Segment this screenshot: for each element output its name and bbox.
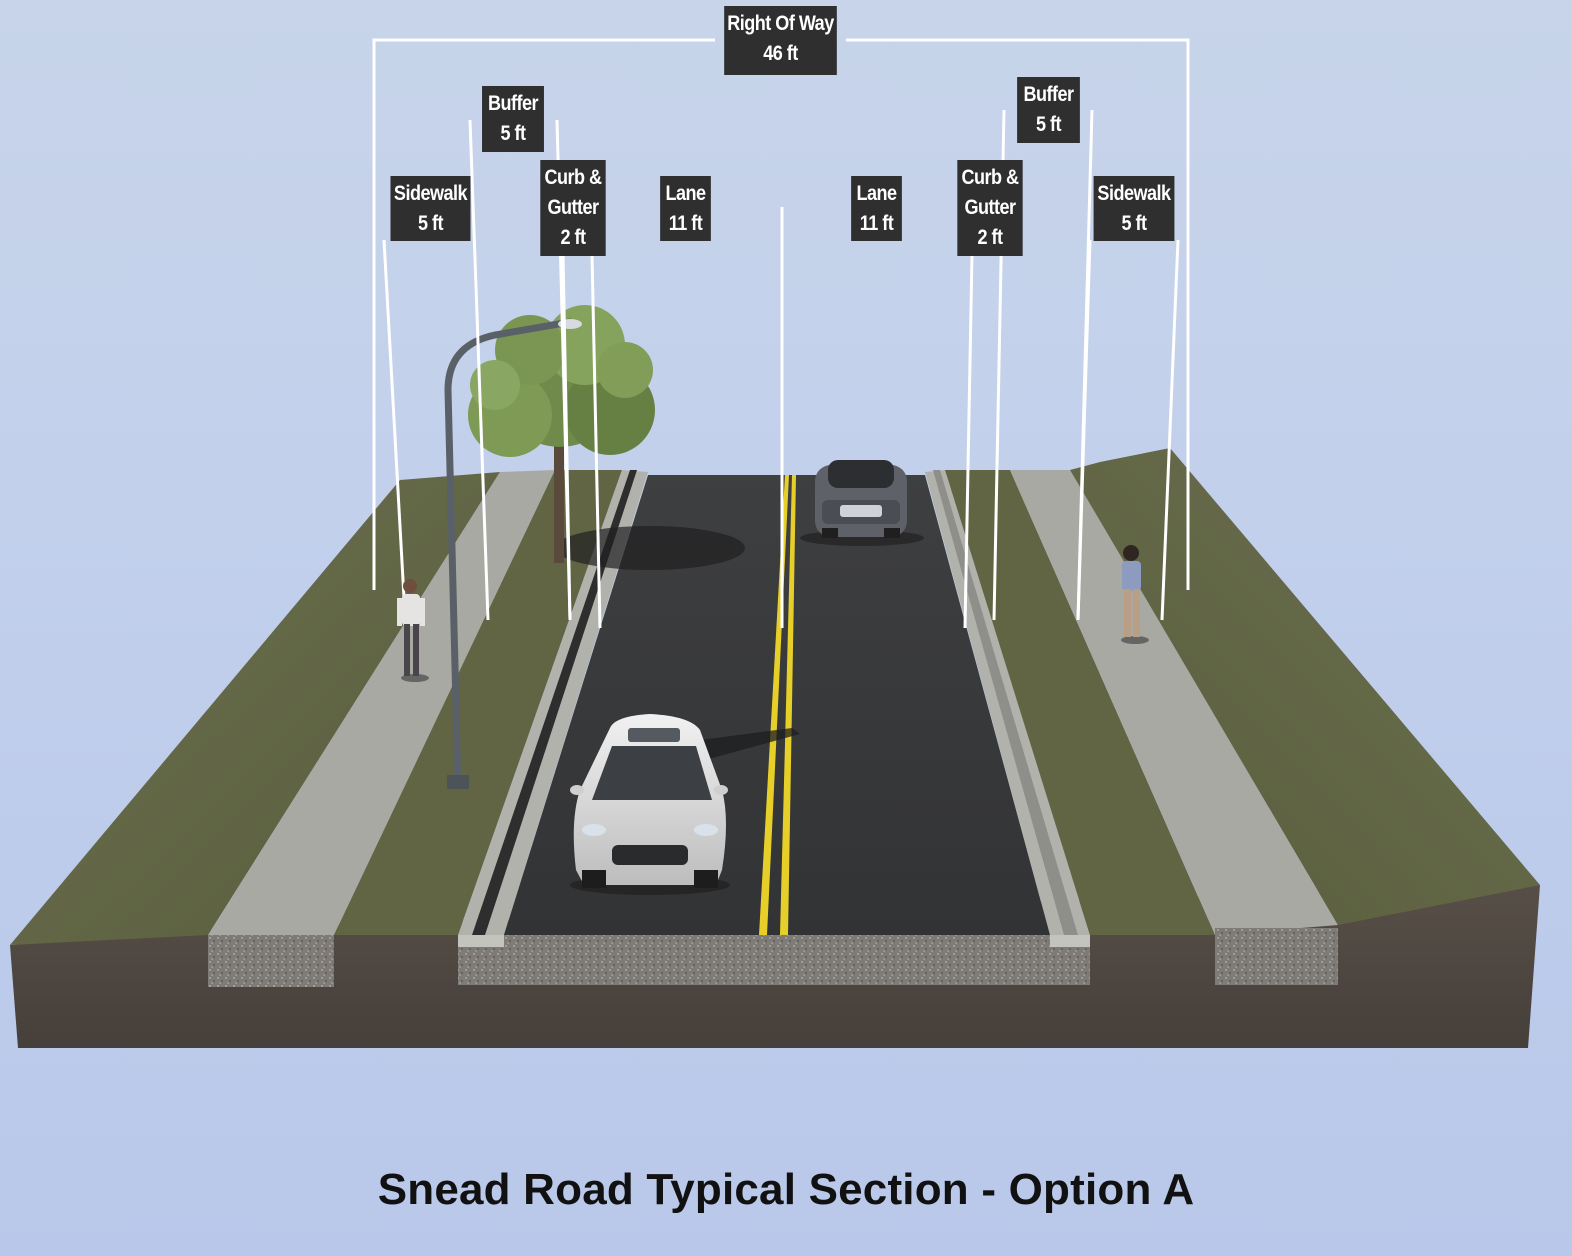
label-right-of-way-name: Right Of Way	[727, 12, 834, 35]
label-curb-gutter-right: Curb & Gutter 2 ft	[957, 160, 1023, 256]
sidewalk-left	[208, 470, 555, 935]
label-curb-gutter-left-name2: Gutter	[547, 196, 599, 219]
label-curb-gutter-left-name1: Curb &	[544, 166, 602, 189]
label-curb-gutter-right-value: 2 ft	[977, 226, 1003, 249]
label-lane-right-name: Lane	[856, 182, 897, 205]
pedestrian-left	[397, 579, 429, 682]
label-sidewalk-left-value: 5 ft	[417, 212, 444, 235]
label-buffer-right: Buffer 5 ft	[1017, 77, 1080, 143]
label-buffer-left: Buffer 5 ft	[482, 86, 544, 152]
label-buffer-right-value: 5 ft	[1035, 113, 1062, 136]
car-far	[800, 460, 924, 546]
sidewalk-right-base	[1215, 928, 1338, 985]
label-lane-left-name: Lane	[665, 182, 706, 205]
buffer-left	[334, 470, 622, 935]
label-sidewalk-right: Sidewalk 5 ft	[1093, 176, 1175, 241]
sidewalk-right	[1010, 470, 1338, 935]
diagram-title: Snead Road Typical Section - Option A	[377, 1165, 1195, 1214]
label-buffer-left-value: 5 ft	[500, 122, 526, 145]
label-curb-gutter-right-name1: Curb &	[961, 166, 1019, 189]
sidewalk-left-base	[208, 935, 334, 987]
gutter-right-line	[933, 470, 1078, 935]
label-right-of-way-value: 46 ft	[763, 42, 798, 65]
grass-left-outer	[10, 472, 500, 945]
label-curb-gutter-right-name2: Gutter	[964, 196, 1016, 219]
label-sidewalk-left: Sidewalk 5 ft	[390, 176, 471, 241]
label-lane-right-value: 11 ft	[859, 212, 894, 235]
label-curb-gutter-left-value: 2 ft	[560, 226, 586, 249]
tree-shadow	[555, 526, 745, 570]
label-sidewalk-right-value: 5 ft	[1121, 212, 1147, 235]
label-sidewalk-left-name: Sidewalk	[393, 182, 468, 205]
centerline-yellow-2	[780, 475, 796, 935]
label-sidewalk-right-name: Sidewalk	[1097, 182, 1171, 205]
label-lane-right: Lane 11 ft	[851, 176, 902, 241]
gutter-left-line	[472, 470, 637, 935]
label-curb-gutter-left: Curb & Gutter 2 ft	[540, 160, 606, 256]
buffer-right	[945, 470, 1215, 935]
roadway-base	[458, 935, 1090, 985]
car-near	[570, 714, 800, 895]
label-right-of-way: Right Of Way 46 ft	[724, 6, 837, 75]
label-lane-left: Lane 11 ft	[660, 176, 711, 241]
label-buffer-left-name: Buffer	[487, 92, 539, 115]
pedestrian-right	[1121, 545, 1149, 644]
label-buffer-right-name: Buffer	[1023, 83, 1074, 106]
label-lane-left-value: 11 ft	[668, 212, 703, 235]
